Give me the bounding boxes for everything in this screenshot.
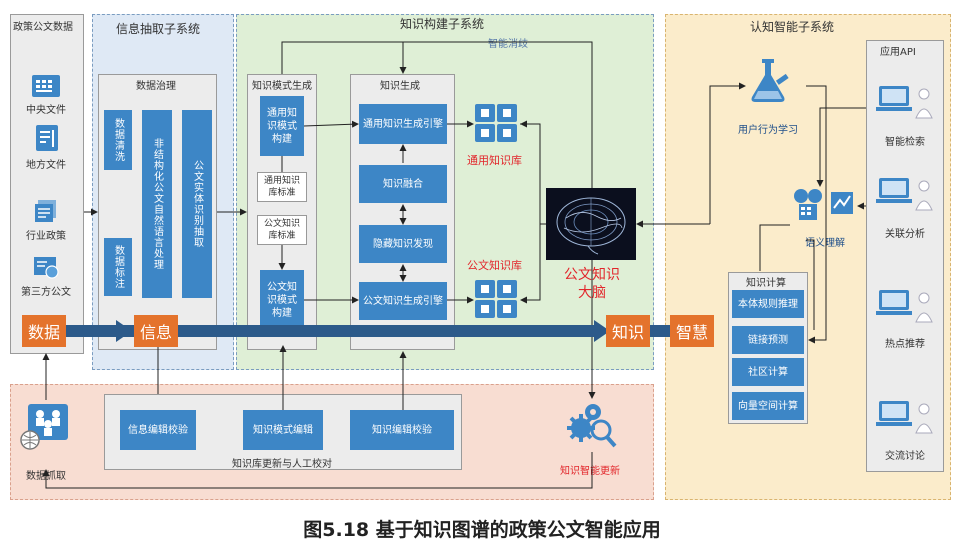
flask-icon [744,55,794,105]
info-edit-box: 信息编辑校验 [120,410,196,450]
knowledge-build-title: 知识构建子系统 [400,17,485,31]
flow-data: 数据 [22,315,66,347]
local-doc-icon [36,125,58,151]
policy-data-title: 政策公文数据 [13,22,73,33]
smart-elimination-label: 智能消歧 [486,35,530,50]
source-label-2: 行业政策 [26,231,66,242]
computation-item-0: 本体规则推理 [732,290,804,318]
hidden-discovery-box: 隐藏知识发现 [359,225,447,263]
semantic-label: 语义理解 [805,238,845,249]
computation-item-1: 链接预测 [732,326,804,354]
behavior-learning-label: 用户行为学习 [738,125,798,136]
knowledge-gen-title: 知识生成 [380,81,420,92]
industry-doc-icon [32,198,60,224]
doc-engine-box: 公文知识生成引擎 [359,282,447,320]
retrieval-icon [876,82,936,122]
computation-item-3: 向量空间计算 [732,392,804,420]
source-label-1: 地方文件 [26,160,66,171]
doc-kb-label: 公文知识库 [467,259,522,272]
third-party-doc-icon [32,255,60,279]
api-item-2: 热点推荐 [885,339,925,350]
update-caption: 知识库更新与人工校对 [232,459,332,470]
nlp-box: 非结构化公文自然语言处理 [142,110,172,298]
flow-knowledge: 知识 [606,315,650,347]
pattern-edit-box: 知识模式编辑 [243,410,323,450]
discussion-icon [876,397,936,437]
data-cleaning-box: 数据清洗 [104,110,132,170]
gear-search-icon [563,398,621,452]
brain-label: 公文知识大脑 [560,266,624,302]
analysis-icon [876,174,936,214]
hot-recommend-icon [876,286,936,326]
general-pattern-box: 通用知识模式构建 [260,96,304,156]
pattern-gen-title: 知识模式生成 [252,81,312,92]
smart-update-label: 知识智能更新 [560,466,620,477]
computation-title: 知识计算 [746,278,786,289]
doc-kb-standard: 公文知识库标准 [257,215,307,245]
policy-data-panel [10,14,84,354]
fusion-box: 知识融合 [359,165,447,203]
figure-caption: 图5.18 基于知识图谱的政策公文智能应用 [303,519,661,541]
central-doc-icon [32,75,60,97]
entity-extraction-box: 公文实体识别抽取 [182,110,212,298]
api-title: 应用API [880,47,916,58]
general-kb-icon [474,100,518,144]
knowledge-edit-box: 知识编辑校验 [350,410,454,450]
api-item-1: 关联分析 [885,229,925,240]
api-item-0: 智能检索 [885,137,925,148]
extraction-title: 信息抽取子系统 [116,22,201,36]
data-labeling-box: 数据标注 [104,238,132,296]
api-item-3: 交流讨论 [885,451,925,462]
api-panel [866,40,944,472]
governance-title: 数据治理 [136,81,176,92]
general-kb-label: 通用知识库 [467,154,522,167]
brain-label-text: 公文知识大脑 [564,267,620,301]
semantic-icon [791,186,857,226]
cognitive-title: 认知智能子系统 [750,20,835,34]
flow-info: 信息 [134,315,178,347]
doc-pattern-box: 公文知识模式构建 [260,270,304,330]
data-capture-label: 数据抓取 [26,471,66,482]
general-engine-box: 通用知识生成引擎 [359,104,447,144]
computation-item-2: 社区计算 [732,358,804,386]
brain-image [546,188,636,260]
flow-wisdom: 智慧 [670,315,714,347]
doc-kb-icon [474,276,518,320]
general-kb-standard: 通用知识库标准 [257,172,307,202]
data-capture-icon [18,402,76,450]
source-label-0: 中央文件 [26,105,66,116]
source-label-3: 第三方公文 [21,287,71,298]
